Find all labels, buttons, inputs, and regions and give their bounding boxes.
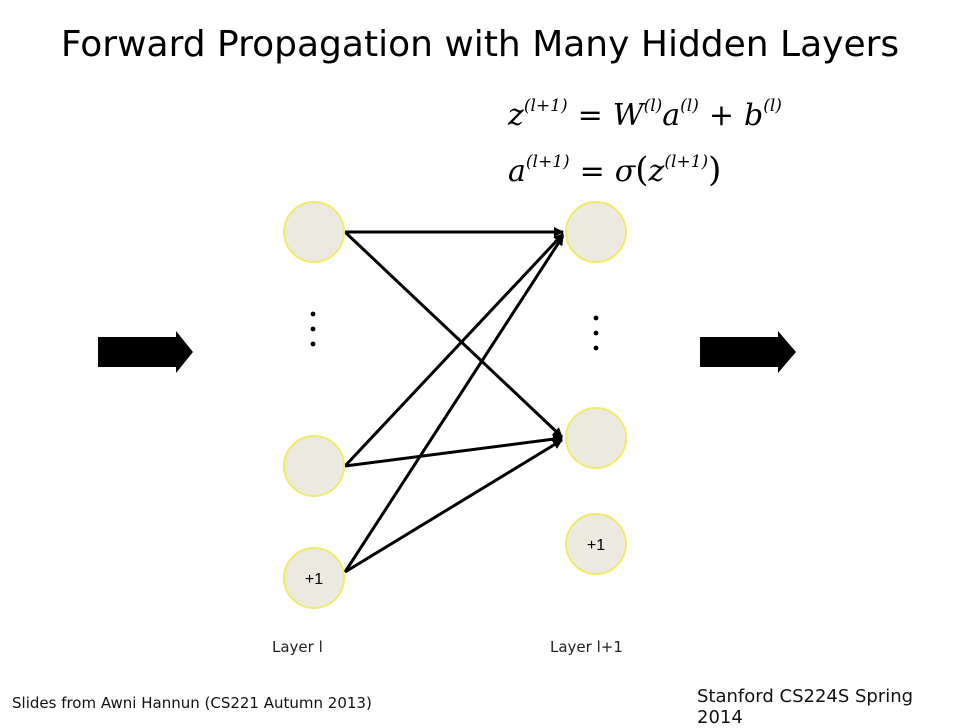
layer-l1-ellipsis <box>593 315 599 351</box>
input-arrow-icon <box>98 331 193 373</box>
layer-l-label: Layer l <box>272 638 323 656</box>
edge-bias-to-top <box>343 235 565 573</box>
course-name: Stanford CS224S Spring 2014 <box>697 686 914 728</box>
layer-l1-node-lower <box>565 407 627 469</box>
layer-l-node-lower <box>283 435 345 497</box>
edge-lower-to-top <box>343 232 565 468</box>
output-arrow-icon <box>700 331 796 373</box>
layer-l-node-top <box>283 201 345 263</box>
eq1-equals: = <box>577 98 603 133</box>
eq1-weight: W(l) <box>612 96 663 133</box>
layer-l1-label: Layer l+1 <box>550 638 623 656</box>
eq2-z: z(l+1) <box>648 152 709 189</box>
equation-activation: a(l+1) = σ(z(l+1)) <box>508 150 721 190</box>
edge-top-to-lower <box>343 230 564 439</box>
eq2-open-paren: ( <box>635 150 649 190</box>
eq1-bias: b(l) <box>744 96 782 133</box>
layer-l1-bias-label: +1 <box>587 537 605 554</box>
eq1-lhs: z(l+1) <box>508 96 568 133</box>
slide-credit: Slides from Awni Hannun (CS221 Autumn 20… <box>12 694 372 712</box>
equation-preactivation: z(l+1) = W(l)a(l) + b(l) <box>508 96 782 133</box>
eq2-close-paren: ) <box>708 150 722 190</box>
eq2-lhs: a(l+1) <box>508 152 570 189</box>
eq1-plus: + <box>708 98 734 133</box>
layer-l1-bias-node <box>565 513 627 575</box>
eq1-activation: a(l) <box>662 96 699 133</box>
layer-l1-node-top <box>565 201 627 263</box>
edge-lower-to-lower <box>344 434 563 468</box>
layer-l-bias-label: +1 <box>305 571 323 588</box>
edge-bias-to-lower <box>344 438 563 574</box>
layer-l-bias-node <box>283 547 345 609</box>
eq2-equals: = <box>579 154 605 189</box>
layer-l-ellipsis <box>310 311 316 347</box>
slide-title: Forward Propagation with Many Hidden Lay… <box>60 24 900 65</box>
eq2-sigma: σ <box>614 154 636 189</box>
